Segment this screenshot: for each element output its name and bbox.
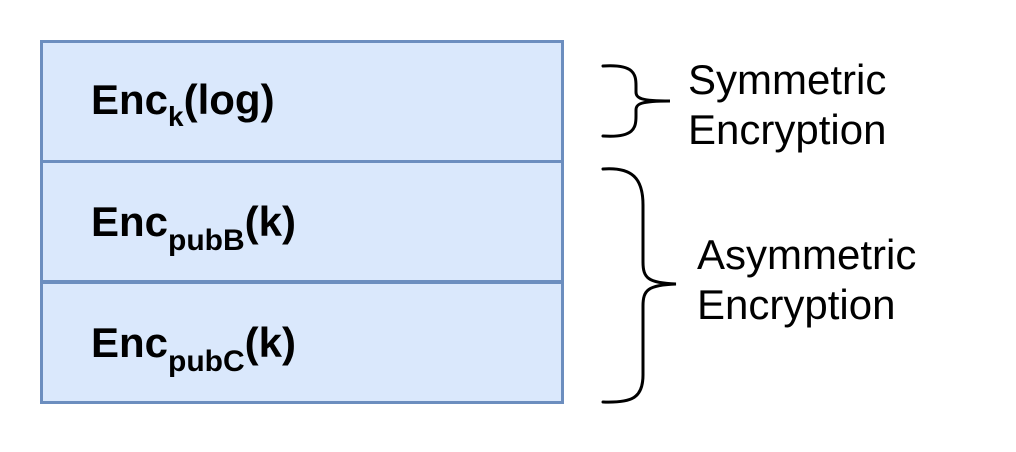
symmetric-log-cell: Enck(log): [40, 40, 564, 163]
asymmetric-encryption-label: Asymmetric Encryption: [697, 231, 917, 329]
pubc-subscript: pubC: [168, 345, 245, 378]
pubb-subscript: pubB: [168, 224, 245, 257]
symmetric-brace: [601, 64, 671, 138]
pubb-key-cell: EncpubB(k): [40, 160, 564, 283]
enc-pubb-label: EncpubB(k): [91, 198, 297, 257]
enc-pubc-label: EncpubC(k): [91, 319, 297, 378]
symmetric-encryption-label: Symmetric Encryption: [688, 56, 887, 154]
enc-log-label: Enck(log): [91, 76, 275, 132]
asymmetric-brace: [601, 167, 677, 404]
message-stack: Enck(log) EncpubB(k) EncpubC(k): [40, 40, 564, 404]
pubc-key-cell: EncpubC(k): [40, 281, 564, 404]
enc-key-subscript: k: [168, 101, 184, 132]
